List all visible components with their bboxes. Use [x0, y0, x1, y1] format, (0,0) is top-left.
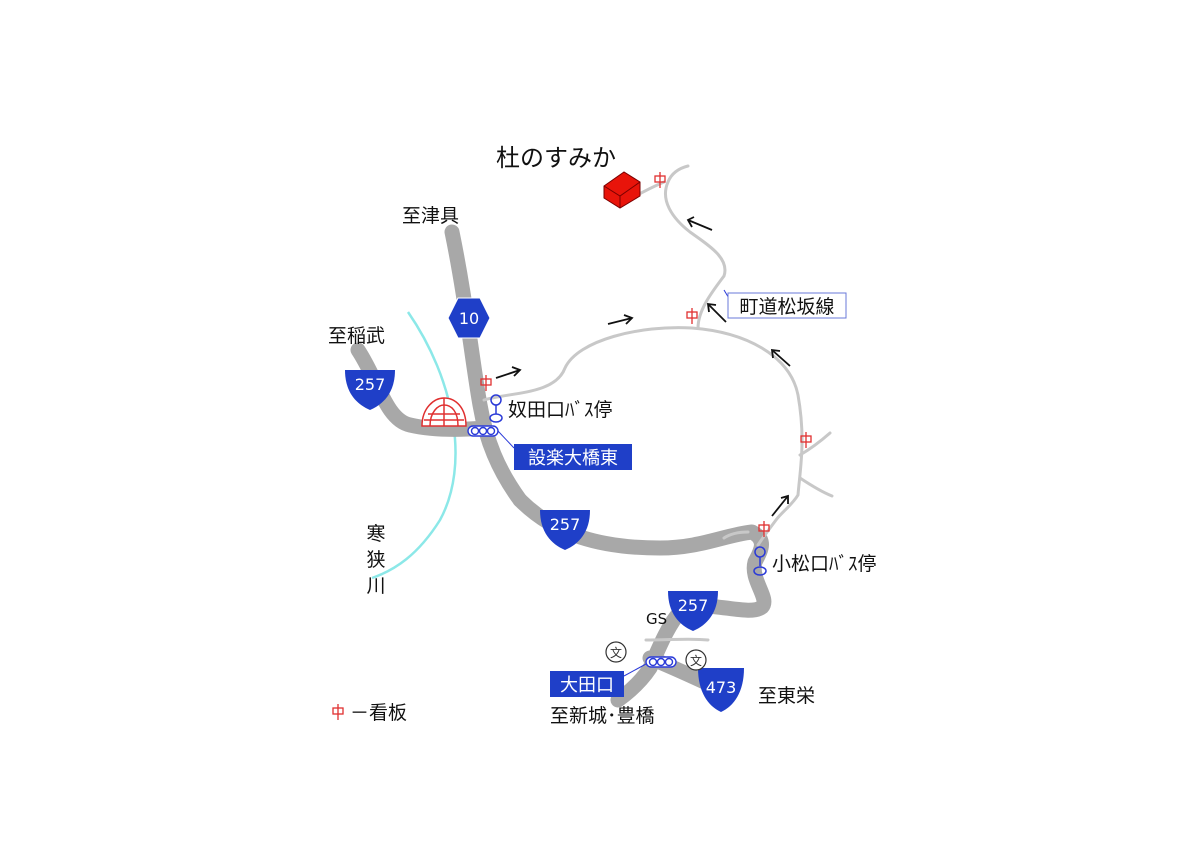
arrow-icon [686, 216, 713, 231]
sign-icon [480, 375, 492, 391]
legend-text: －看板 [350, 702, 407, 724]
loop-road [482, 326, 804, 547]
matsuzaka-road [663, 164, 727, 330]
intersection-label: 設楽大橋東 [528, 448, 618, 469]
traffic-signal-icon [645, 656, 677, 668]
route-473-label: 473 [706, 678, 737, 697]
route-257-shield-west: 257 [345, 370, 395, 410]
arrow-icon [770, 348, 791, 367]
route-10-label: 10 [459, 309, 479, 328]
arrow-icon [706, 302, 727, 323]
branch-road-3 [798, 476, 834, 498]
arrow-icon [607, 314, 634, 325]
sign-icon [758, 521, 770, 537]
cross-road [644, 637, 710, 642]
svg-text:川: 川 [366, 575, 385, 597]
sign-icon [686, 308, 698, 324]
intersection-label: 大田口 [560, 675, 614, 696]
sign-markers [332, 172, 812, 720]
school-icon: 文 [685, 649, 707, 671]
route-257-shield-south: 257 [540, 510, 590, 550]
sign-icon [654, 172, 666, 188]
intersection-shitara: 設楽大橋東 [514, 444, 632, 470]
leader-line [623, 663, 647, 677]
svg-text:文: 文 [690, 653, 702, 668]
leader-line [497, 430, 515, 449]
road-name-box: 町道松坂線 [727, 292, 847, 319]
bus-stop-icon [753, 546, 767, 576]
svg-text:狭: 狭 [366, 549, 385, 571]
direction-arrows [495, 216, 791, 517]
route-257-label: 257 [355, 375, 386, 394]
gs-label: GS [646, 610, 667, 628]
direction-inabu: 至稲武 [328, 325, 385, 347]
bus-stop-label: 小松口ﾊﾞｽ停 [772, 553, 877, 575]
river-line [371, 311, 457, 580]
direction-shinshiro: 至新城･豊橋 [550, 705, 655, 727]
destination-title: 杜のすみか [496, 144, 616, 172]
tunnel-icon [421, 397, 467, 427]
route-10-shield: 10 [447, 297, 491, 339]
traffic-signal-icon [467, 425, 499, 437]
bus-stop-icon [489, 394, 503, 423]
intersection-otaguchi: 大田口 [550, 671, 624, 697]
bus-stop-label: 奴田口ﾊﾞｽ停 [508, 399, 613, 421]
svg-text:文: 文 [610, 645, 622, 660]
direction-toei: 至東栄 [758, 685, 815, 707]
route-257-label: 257 [550, 515, 581, 534]
branch-road-2 [798, 431, 832, 457]
route-10-road [444, 224, 528, 508]
arrow-icon [771, 494, 789, 517]
direction-tsugu: 至津具 [402, 205, 459, 227]
sign-icon [332, 704, 344, 720]
branch-road-4 [722, 530, 750, 540]
sign-icon [800, 432, 812, 448]
school-icon: 文 [605, 641, 627, 663]
arrow-icon [495, 366, 522, 379]
river-name: 寒 狭 川 [366, 523, 385, 597]
house-icon [603, 171, 641, 209]
road-name-label: 町道松坂線 [739, 296, 834, 318]
route-257-label: 257 [678, 596, 709, 615]
route-473-shield: 473 [698, 668, 744, 712]
route-257-shield-east: 257 [668, 591, 718, 631]
svg-text:寒: 寒 [366, 523, 385, 545]
